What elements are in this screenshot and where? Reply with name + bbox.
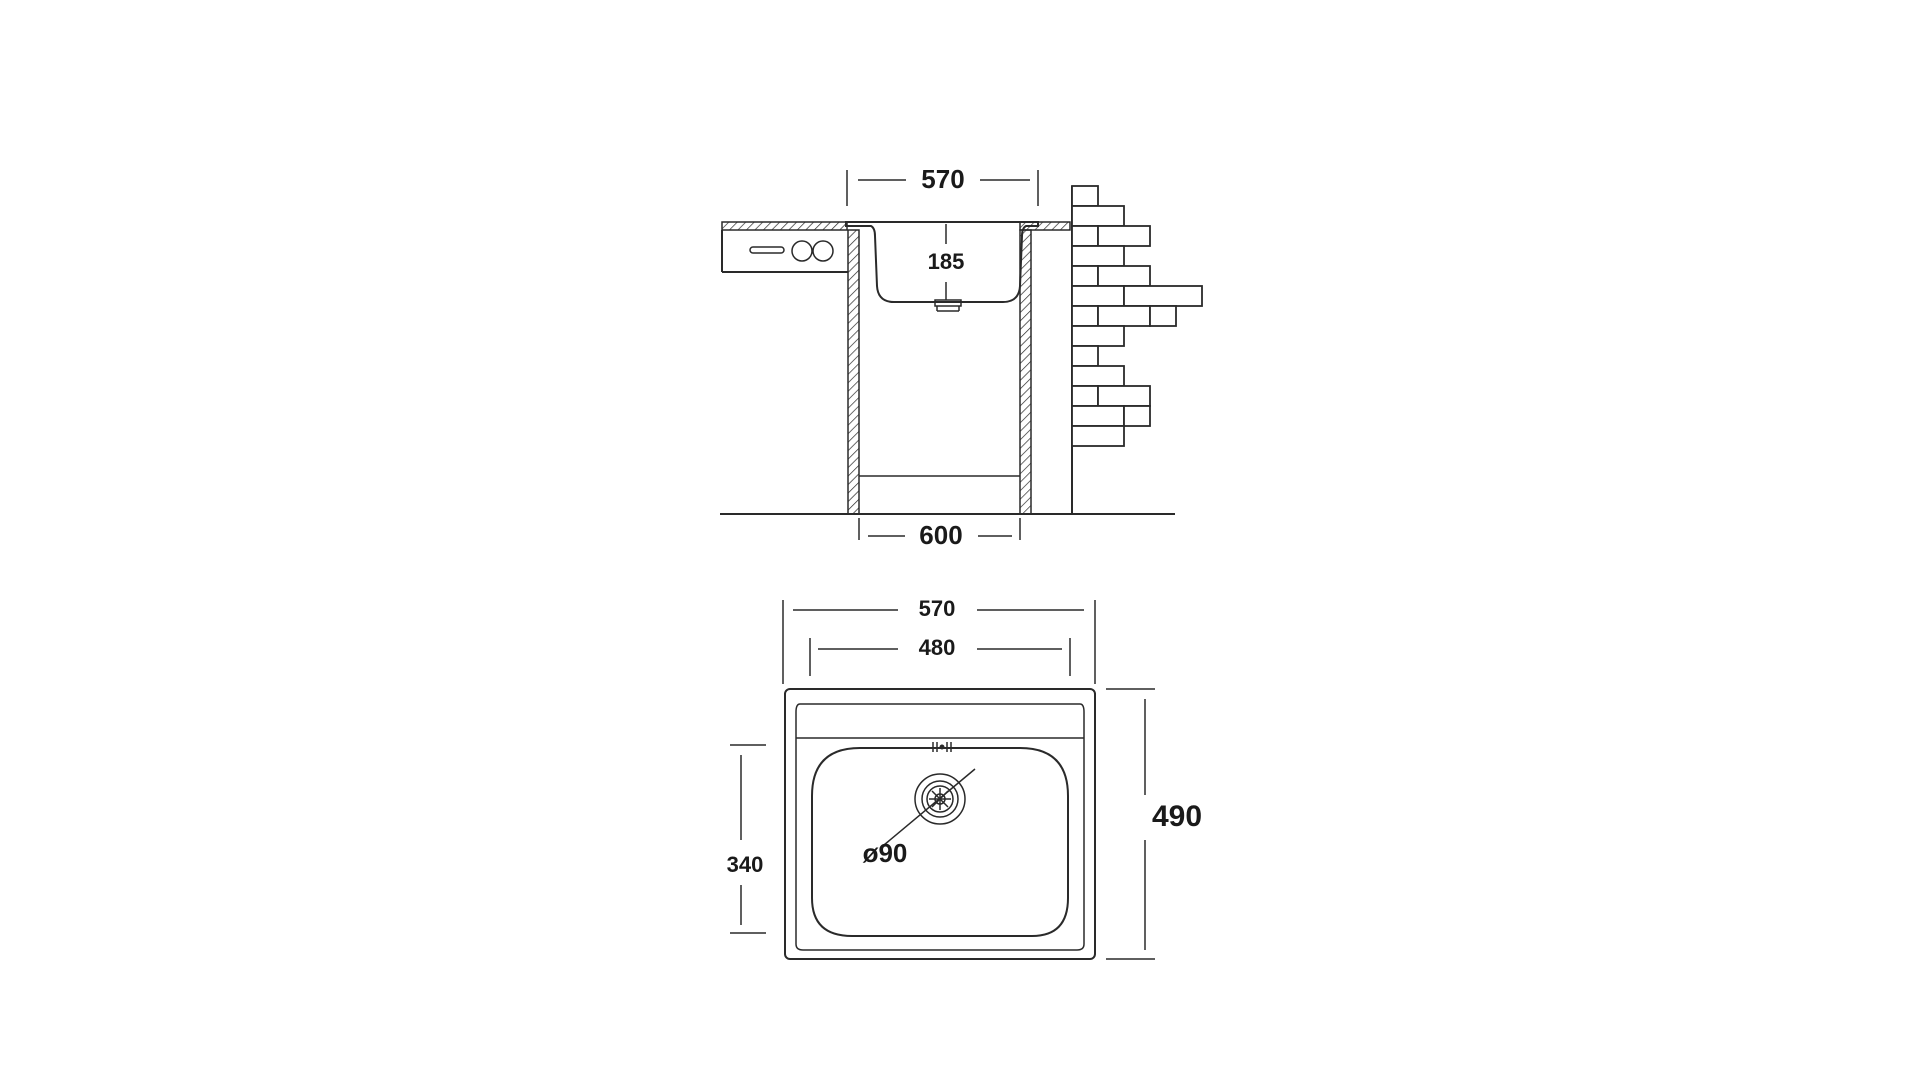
sink-bowl-section [845,221,1039,303]
brick [1097,305,1151,327]
brick [1097,225,1151,247]
brick [1097,385,1151,407]
cabinet-wall-left [847,229,860,515]
brick-wall [1071,185,1203,514]
drain-outlet [934,299,962,307]
countertop-left [721,221,848,231]
countertop-right [1019,221,1071,231]
brick [1123,405,1151,427]
appliance-handle [749,246,785,254]
brick [1071,405,1125,427]
dim-top-width-label: 570 [921,164,964,194]
side-section-view: 185 570 600 [720,164,1203,550]
brick [1071,285,1125,307]
brick [1071,325,1125,347]
brick [1071,205,1125,227]
brick [1071,345,1099,367]
appliance-knob-2 [812,240,834,262]
overflow-icon [932,742,952,752]
brick [1123,285,1203,307]
sink-inner-rim [795,703,1085,951]
sink-bowl-outline [811,747,1069,937]
drain-leader-line [883,768,976,846]
brick [1071,425,1125,447]
cabinet-wall-right [1019,229,1032,515]
brick [1097,265,1151,287]
dim-cabinet-width-label: 600 [919,520,962,550]
brick [1071,365,1125,387]
dim-bowl-depth-label: 340 [727,852,764,877]
brick [1071,305,1099,327]
dim-drain-label: ø90 [863,838,908,868]
brick [1071,385,1099,407]
top-plan-view: 570 480 ø90 [727,596,1202,960]
appliance-knob-1 [791,240,813,262]
dim-bowl-width-label: 480 [919,635,956,660]
dim-outer-width-label: 570 [919,596,956,621]
brick [1071,185,1099,207]
brick [1071,265,1099,287]
brick [1149,305,1177,327]
brick [1071,245,1125,267]
dim-outer-depth-label: 490 [1152,800,1202,833]
sink-outer-rim [784,688,1096,960]
brick [1071,225,1099,247]
dim-depth-label: 185 [928,249,965,274]
